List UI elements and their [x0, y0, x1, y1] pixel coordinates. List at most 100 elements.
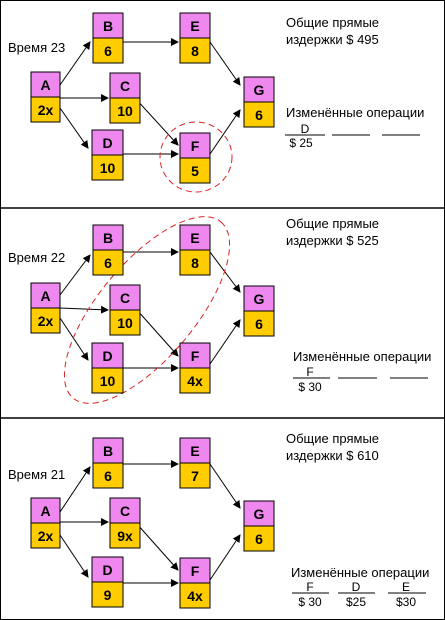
edge-a-b	[59, 466, 91, 513]
node-b: B 6	[92, 437, 124, 489]
node-letter: C	[120, 503, 130, 519]
edge-e-g	[209, 251, 241, 293]
change-op: E	[402, 580, 410, 594]
change-cost: $ 30	[298, 380, 322, 394]
changed-ops-title: Изменённые операции	[293, 349, 431, 364]
edge-f-g	[209, 534, 241, 581]
edge-f-g	[209, 319, 241, 365]
edge-a-d	[59, 317, 89, 361]
change-cost: $ 25	[289, 136, 313, 150]
node-d: D 10	[91, 129, 124, 181]
cost-line1: Общие прямые	[286, 431, 379, 446]
node-value: 10	[100, 160, 116, 176]
node-letter: F	[191, 348, 200, 364]
node-value: 6	[104, 468, 112, 484]
node-value: 6	[255, 316, 263, 332]
node-letter: G	[254, 291, 265, 307]
node-value: 2x	[38, 313, 54, 329]
node-g: G 6	[243, 76, 275, 128]
node-value: 9x	[117, 528, 133, 544]
edge-c-f	[134, 97, 179, 146]
node-d: D 9	[91, 556, 124, 608]
node-b: B 6	[92, 224, 124, 276]
changed-ops-title: Изменённые операции	[291, 565, 429, 580]
time-label: Время 23	[8, 40, 65, 55]
node-value: 6	[104, 43, 112, 59]
node-value: 8	[191, 255, 199, 271]
node-f: F 4x	[179, 342, 211, 394]
node-value: 10	[100, 373, 116, 389]
node-letter: C	[120, 290, 130, 306]
change-op: F	[306, 580, 313, 594]
node-letter: B	[103, 443, 113, 459]
node-c: C 9x	[109, 497, 141, 549]
node-value: 8	[191, 43, 199, 59]
change-op: D	[352, 580, 361, 594]
edge-a-d	[59, 107, 89, 149]
edge-e-g	[209, 41, 241, 86]
node-value: 2x	[38, 528, 54, 544]
time-label: Время 21	[8, 467, 65, 482]
changed-ops-title: Изменённые операции	[286, 105, 424, 120]
node-c: C 10	[109, 72, 141, 124]
node-value: 4x	[187, 588, 203, 604]
critical-highlight-ellipse	[159, 121, 233, 193]
node-value: 5	[191, 163, 199, 179]
node-value: 9	[104, 587, 112, 603]
node-letter: D	[102, 562, 112, 578]
node-a: A 2x	[30, 282, 61, 334]
edge-a-c	[59, 305, 109, 314]
edge-c-f	[136, 523, 179, 571]
node-letter: A	[40, 77, 50, 93]
node-letter: G	[254, 506, 265, 522]
panel-time-22: Время 22 Общие прямые издержки $ 525 Изм…	[8, 216, 431, 404]
change-op: D	[301, 122, 310, 136]
node-value: 10	[117, 103, 133, 119]
cost-line1: Общие прямые	[286, 216, 379, 231]
node-e: E 8	[179, 12, 211, 64]
node-letter: E	[190, 18, 199, 34]
critical-highlight-ellipse	[63, 216, 231, 404]
node-letter: D	[102, 348, 112, 364]
node-letter: A	[40, 288, 50, 304]
node-e: E 8	[179, 224, 211, 276]
edge-a-b	[59, 254, 91, 296]
node-value: 10	[117, 315, 133, 331]
node-c: C 10	[109, 284, 141, 336]
node-e: E 7	[179, 437, 211, 489]
change-cost: $25	[346, 595, 366, 609]
edges	[59, 460, 241, 587]
node-b: B 6	[92, 12, 124, 64]
cost-line2: издержки $ 525	[286, 233, 379, 248]
edge-f-g	[209, 109, 241, 155]
node-a: A 2x	[30, 71, 61, 123]
edge-a-d	[59, 534, 89, 578]
node-value: 6	[255, 531, 263, 547]
node-f: F 5	[179, 132, 211, 184]
node-g: G 6	[243, 500, 275, 552]
node-letter: F	[191, 138, 200, 154]
edge-e-g	[209, 463, 241, 509]
node-value: 4x	[187, 373, 203, 389]
edge-c-f	[136, 309, 179, 357]
node-a: A 2x	[30, 497, 61, 549]
node-value: 6	[255, 107, 263, 123]
node-value: 7	[191, 468, 199, 484]
node-letter: A	[40, 503, 50, 519]
edges	[59, 248, 241, 372]
node-letter: B	[103, 230, 113, 246]
change-cost: $30	[396, 595, 416, 609]
node-d: D 10	[91, 342, 124, 394]
cost-line2: издержки $ 610	[286, 448, 379, 463]
node-letter: F	[191, 563, 200, 579]
node-g: G 6	[243, 285, 275, 337]
node-f: F 4x	[179, 557, 211, 609]
time-label: Время 22	[8, 250, 65, 265]
node-letter: C	[120, 78, 130, 94]
change-cost: $ 30	[298, 595, 322, 609]
node-letter: D	[102, 135, 112, 151]
node-value: 6	[104, 255, 112, 271]
node-letter: B	[103, 18, 113, 34]
